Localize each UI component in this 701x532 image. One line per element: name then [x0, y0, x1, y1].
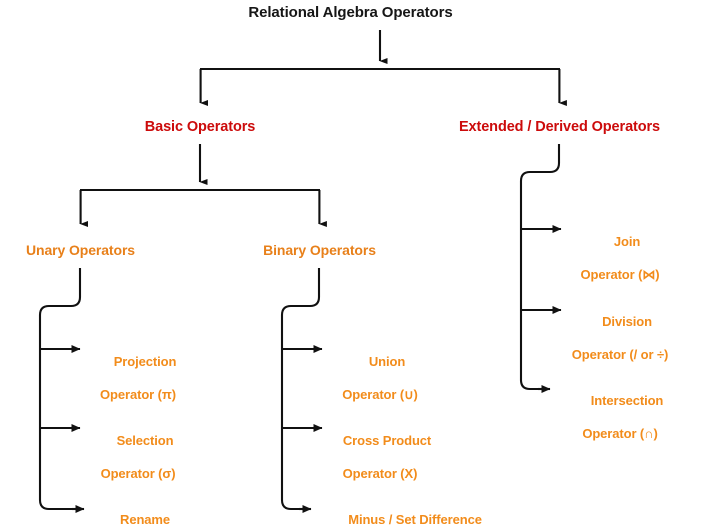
node-extended-derived-operators: Extended / Derived Operators: [458, 119, 661, 135]
leaf-cross-product-line1: Cross Product: [342, 432, 432, 448]
connector-extended-spine: [519, 144, 561, 391]
leaf-join-line1: Join: [613, 233, 641, 249]
leaf-selection-line2: Operator (σ): [100, 465, 176, 481]
leaf-projection-line1: Projection: [113, 353, 177, 369]
leaf-union-line1: Union: [368, 353, 406, 369]
leaf-selection-line1: Selection: [116, 432, 174, 448]
leaf-intersection-line2: Operator (∩): [582, 425, 658, 441]
connector-binary-spine: [280, 268, 321, 511]
leaf-projection-line2: Operator (π): [100, 386, 176, 402]
leaf-selection-operator: Selection Operator (σ): [58, 416, 218, 516]
leaf-division-line2: Operator (/ or ÷): [571, 346, 669, 362]
leaf-union-operator: Union Operator (∪): [300, 337, 460, 437]
leaf-projection-operator: Projection Operator (π): [58, 337, 218, 437]
node-binary-operators: Binary Operators: [263, 242, 376, 258]
node-root-title: Relational Algebra Operators: [248, 4, 453, 21]
leaf-cross-product-line2: Operator (X): [342, 465, 418, 481]
node-basic-operators: Basic Operators: [144, 119, 256, 135]
leaf-intersection-operator: Intersection Operator (∩): [540, 376, 700, 476]
leaf-minus-set-difference-operator: Minus / Set Difference Operator (-): [300, 495, 516, 532]
leaf-rename-line1: Rename: [120, 511, 171, 527]
leaf-rename-operator: Rename Operator (ρ): [58, 495, 218, 532]
leaf-minus-line1: Minus / Set Difference: [348, 511, 482, 527]
leaf-division-line1: Division: [602, 313, 652, 329]
leaf-join-line2: Operator (⋈): [580, 266, 660, 282]
leaf-union-line2: Operator (∪): [342, 386, 418, 402]
leaf-join-operator: Join Operator (⋈): [540, 217, 700, 317]
leaf-division-operator: Division Operator (/ or ÷): [540, 297, 700, 397]
leaf-cross-product-operator: Cross Product Operator (X): [300, 416, 460, 516]
node-unary-operators: Unary Operators: [26, 242, 135, 258]
leaf-intersection-line1: Intersection: [590, 392, 664, 408]
connector-unary-spine: [38, 268, 82, 511]
